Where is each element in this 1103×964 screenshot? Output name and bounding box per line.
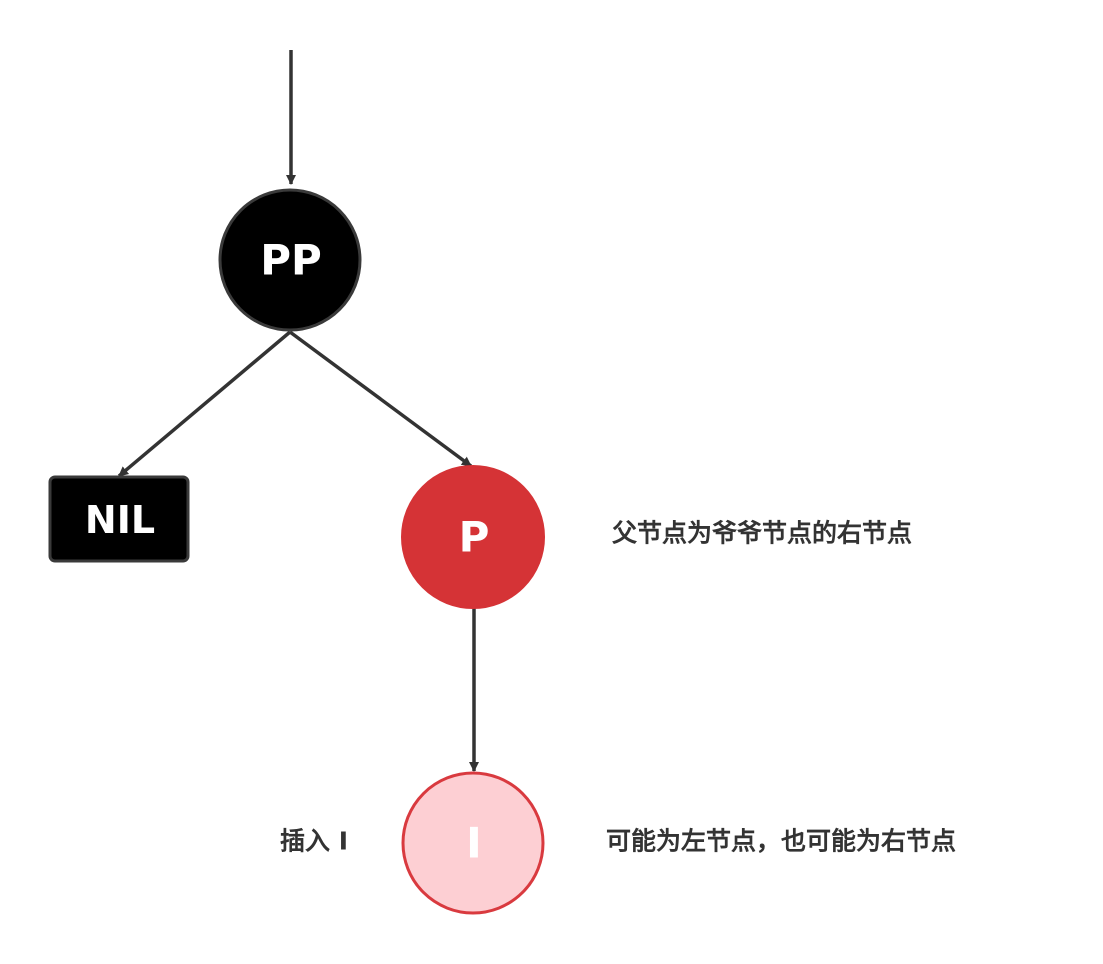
node-nil-label: NIL [85, 498, 155, 542]
insert-label: 插入 I [280, 827, 348, 856]
edge-pp-to-p [288, 330, 473, 468]
node-nil: NIL [48, 475, 190, 563]
node-grandparent-label: PP [260, 236, 322, 285]
node-parent: P [401, 465, 545, 609]
edge-pp-to-nil [117, 330, 292, 478]
node-inserted-label: I [466, 819, 482, 868]
node-inserted: I [401, 771, 545, 915]
child-note: 可能为左节点，也可能为右节点 [606, 827, 956, 856]
node-parent-label: P [459, 513, 490, 562]
node-grandparent: PP [218, 188, 362, 332]
parent-note: 父节点为爷爷节点的右节点 [612, 519, 912, 548]
